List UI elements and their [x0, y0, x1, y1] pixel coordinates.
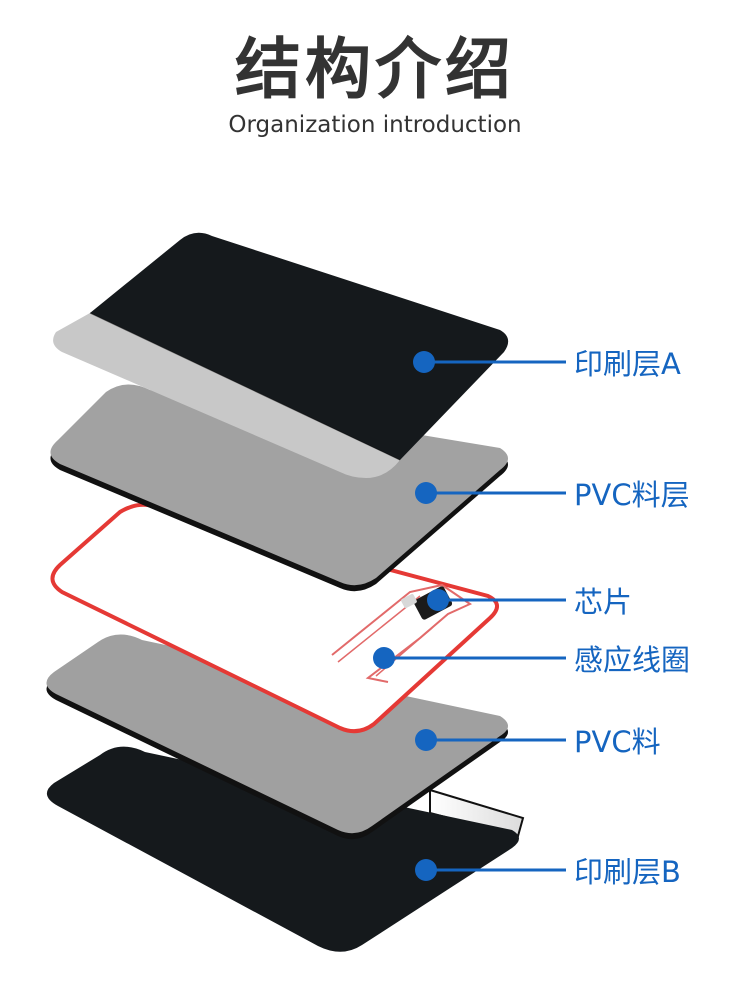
- callout-dot: [427, 589, 449, 611]
- card-layer-printing-b: [46, 746, 525, 952]
- callout-dot: [413, 351, 435, 373]
- page-title: 结构介绍: [235, 31, 515, 108]
- callout-connectors: [373, 351, 566, 881]
- layer-label-coil: 感应线圈: [574, 643, 691, 677]
- callout-dot: [373, 647, 395, 669]
- induction-coil-icon: [331, 583, 473, 683]
- callout-dot: [415, 859, 437, 881]
- layer-label-pvc-top: PVC料层: [574, 478, 690, 512]
- layer-label-printing-b: 印刷层B: [574, 855, 681, 889]
- callout-dot: [415, 729, 437, 751]
- page-subtitle: Organization introduction: [228, 112, 522, 138]
- layer-label-printing-a: 印刷层A: [574, 347, 681, 381]
- callout-dot: [415, 482, 437, 504]
- card-layer-printing-a: [53, 232, 509, 478]
- layer-label-chip: 芯片: [574, 585, 633, 619]
- card-layer-pvc-bottom: [46, 634, 509, 840]
- layer-label-pvc-bottom: PVC料: [574, 725, 661, 759]
